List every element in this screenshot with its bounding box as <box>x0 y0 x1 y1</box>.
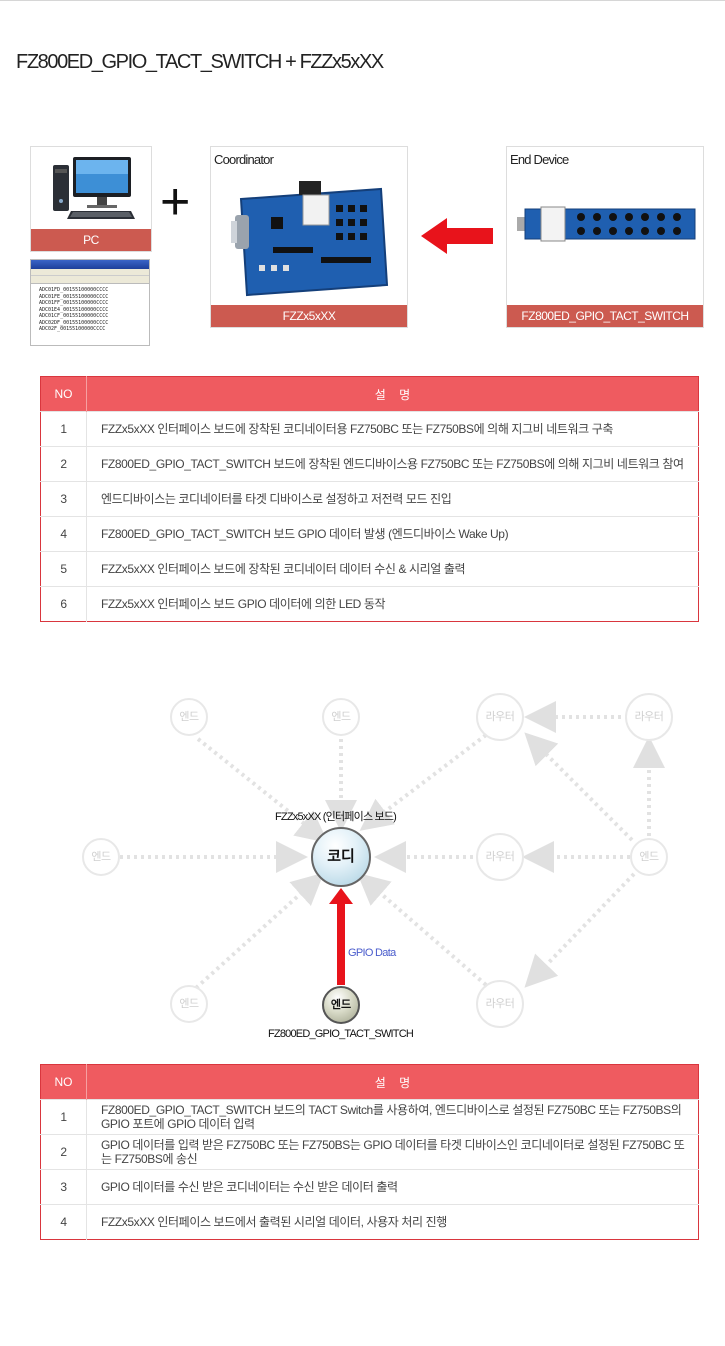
end-device-label: FZ800ED_GPIO_TACT_SWITCH <box>507 305 703 327</box>
row-no: 6 <box>40 586 87 622</box>
end-node: 엔드 <box>170 985 208 1023</box>
terminal-line: ADC01FE_00155100000CCCC <box>39 293 109 300</box>
terminal-output: ADC01FD_00155100000CCCC ADC01FE_00155100… <box>31 284 149 333</box>
router-node: 라우터 <box>476 833 524 881</box>
terminal-line: ADC01E4_00155100000CCCC <box>39 306 109 313</box>
end-device-heading: End Device <box>510 152 569 167</box>
terminal-line: ADC02DF_00155100000CCCC <box>39 319 109 326</box>
terminal-menubar <box>31 269 149 276</box>
row-text: FZZx5xXX 인터페이스 보드에 장착된 코디네이터 데이터 수신 & 시리… <box>86 551 699 587</box>
end-device-box: End Device FZ800ED_GPIO_TACT_SWITCH <box>506 146 704 328</box>
terminal-line: ADC01CF_00155100000CCCC <box>39 313 109 319</box>
end-node: 엔드 <box>82 838 120 876</box>
end-node: 엔드 <box>322 698 360 736</box>
terminal-line: ADC01FD_00155100000CCCC <box>39 287 109 293</box>
coordinator-label: FZZx5xXX <box>211 305 407 327</box>
terminal-toolbar <box>31 276 149 284</box>
router-node: 라우터 <box>476 693 524 741</box>
coordinator-box: Coordinator FZZx5xXX <box>210 146 408 328</box>
network-links <box>120 701 665 990</box>
table-header-desc: 설 명 <box>86 1064 699 1100</box>
router-node: 라우터 <box>476 980 524 1028</box>
coordinator-caption: FZZx5xXX (인터페이스 보드) <box>275 811 397 823</box>
gpio-data-label: GPIO Data <box>348 947 396 959</box>
serial-terminal-window: ADC01FD_00155100000CCCC ADC01FE_00155100… <box>30 259 150 346</box>
row-text: FZ800ED_GPIO_TACT_SWITCH 보드에 장착된 엔드디바이스용… <box>86 446 699 482</box>
network-diagram: 엔드 엔드 라우터 라우터 엔드 라우터 엔드 엔드 라우터 FZZx5xXX … <box>0 660 725 1060</box>
active-end-node: 엔드 <box>322 986 360 1024</box>
table-header-desc: 설 명 <box>86 376 699 412</box>
top-divider <box>0 0 725 1</box>
router-node: 라우터 <box>625 693 673 741</box>
row-no: 1 <box>40 411 87 447</box>
end-node: 엔드 <box>630 838 668 876</box>
pc-label: PC <box>31 229 151 251</box>
row-no: 3 <box>40 1169 87 1205</box>
row-text: FZZx5xXX 인터페이스 보드에 장착된 코디네이터용 FZ750BC 또는… <box>86 411 699 447</box>
row-text: FZ800ED_GPIO_TACT_SWITCH 보드의 TACT Switch… <box>86 1099 699 1135</box>
coordinator-board-icon <box>231 181 389 297</box>
pc-computer-icon <box>53 157 135 219</box>
row-no: 2 <box>40 446 87 482</box>
row-text: FZZx5xXX 인터페이스 보드 GPIO 데이터에 의한 LED 동작 <box>86 586 699 622</box>
row-no: 2 <box>40 1134 87 1170</box>
plus-icon: + <box>160 173 191 231</box>
row-no: 4 <box>40 516 87 552</box>
active-end-caption: FZ800ED_GPIO_TACT_SWITCH <box>268 1028 414 1040</box>
row-no: 1 <box>40 1099 87 1135</box>
terminal-line: ADC02F_00155100000CCCC <box>39 326 106 332</box>
left-arrow-icon <box>421 218 493 254</box>
row-text: GPIO 데이터를 입력 받은 FZ750BC 또는 FZ750BS는 GPIO… <box>86 1134 699 1170</box>
row-text: FZ800ED_GPIO_TACT_SWITCH 보드 GPIO 데이터 발생 … <box>86 516 699 552</box>
row-no: 5 <box>40 551 87 587</box>
end-node: 엔드 <box>170 698 208 736</box>
terminal-titlebar <box>31 260 149 269</box>
pc-box: PC <box>30 146 152 252</box>
row-text: GPIO 데이터를 수신 받은 코디네이터는 수신 받은 데이터 출력 <box>86 1169 699 1205</box>
coordinator-node: 코디 <box>311 827 371 887</box>
terminal-line: ADC01FF_00155100000CCCC <box>39 300 109 306</box>
table-header-no: NO <box>40 1064 87 1100</box>
row-text: 엔드디바이스는 코디네이터를 타겟 디바이스로 설정하고 저전력 모드 진입 <box>86 481 699 517</box>
page-title: FZ800ED_GPIO_TACT_SWITCH + FZZx5xXX <box>16 51 384 73</box>
row-no: 3 <box>40 481 87 517</box>
row-text: FZZx5xXX 인터페이스 보드에서 출력된 시리얼 데이터, 사용자 처리 … <box>86 1204 699 1240</box>
end-device-board-icon <box>517 206 696 242</box>
table-header-no: NO <box>40 376 87 412</box>
coordinator-heading: Coordinator <box>214 152 274 167</box>
row-no: 4 <box>40 1204 87 1240</box>
